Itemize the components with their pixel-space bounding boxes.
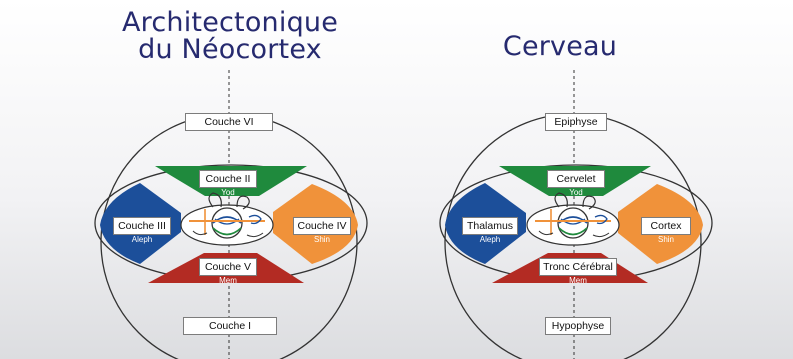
right-top-label: Epiphyse xyxy=(545,113,607,131)
left-green-sub: Yod xyxy=(221,188,235,197)
left-title-line1: Architectonique xyxy=(121,7,339,38)
left-top-label: Couche VI xyxy=(185,113,273,131)
right-red-sub: Mem xyxy=(569,276,587,285)
left-red-sub: Mem xyxy=(219,276,237,285)
right-center-emblem xyxy=(526,192,620,246)
right-blue-sub: Aleph xyxy=(479,235,501,244)
left-bottom-label: Couche I xyxy=(183,317,277,335)
right-green-sub: Yod xyxy=(569,188,583,197)
left-blue-sub: Aleph xyxy=(131,235,153,244)
left-blue-label: Couche III xyxy=(113,217,171,235)
right-blue-label: Thalamus xyxy=(462,217,518,235)
right-green-label: Cervelet xyxy=(547,170,605,188)
left-orange-sub: Shin xyxy=(313,235,330,244)
right-bottom-label: Hypophyse xyxy=(545,317,611,335)
left-title: Architectonique du Néocortex xyxy=(60,9,400,63)
left-red-label: Couche V xyxy=(199,258,257,276)
right-title: Cerveau xyxy=(502,31,618,62)
right-orange-sub: Shin xyxy=(657,235,674,244)
left-title-line2: du Néocortex xyxy=(138,34,322,65)
left-green-label: Couche II xyxy=(199,170,257,188)
right-orange-label: Cortex xyxy=(641,217,691,235)
left-orange-label: Couche IV xyxy=(293,217,351,235)
right-red-label: Tronc Cérébral xyxy=(539,258,617,276)
left-center-emblem xyxy=(180,192,274,246)
